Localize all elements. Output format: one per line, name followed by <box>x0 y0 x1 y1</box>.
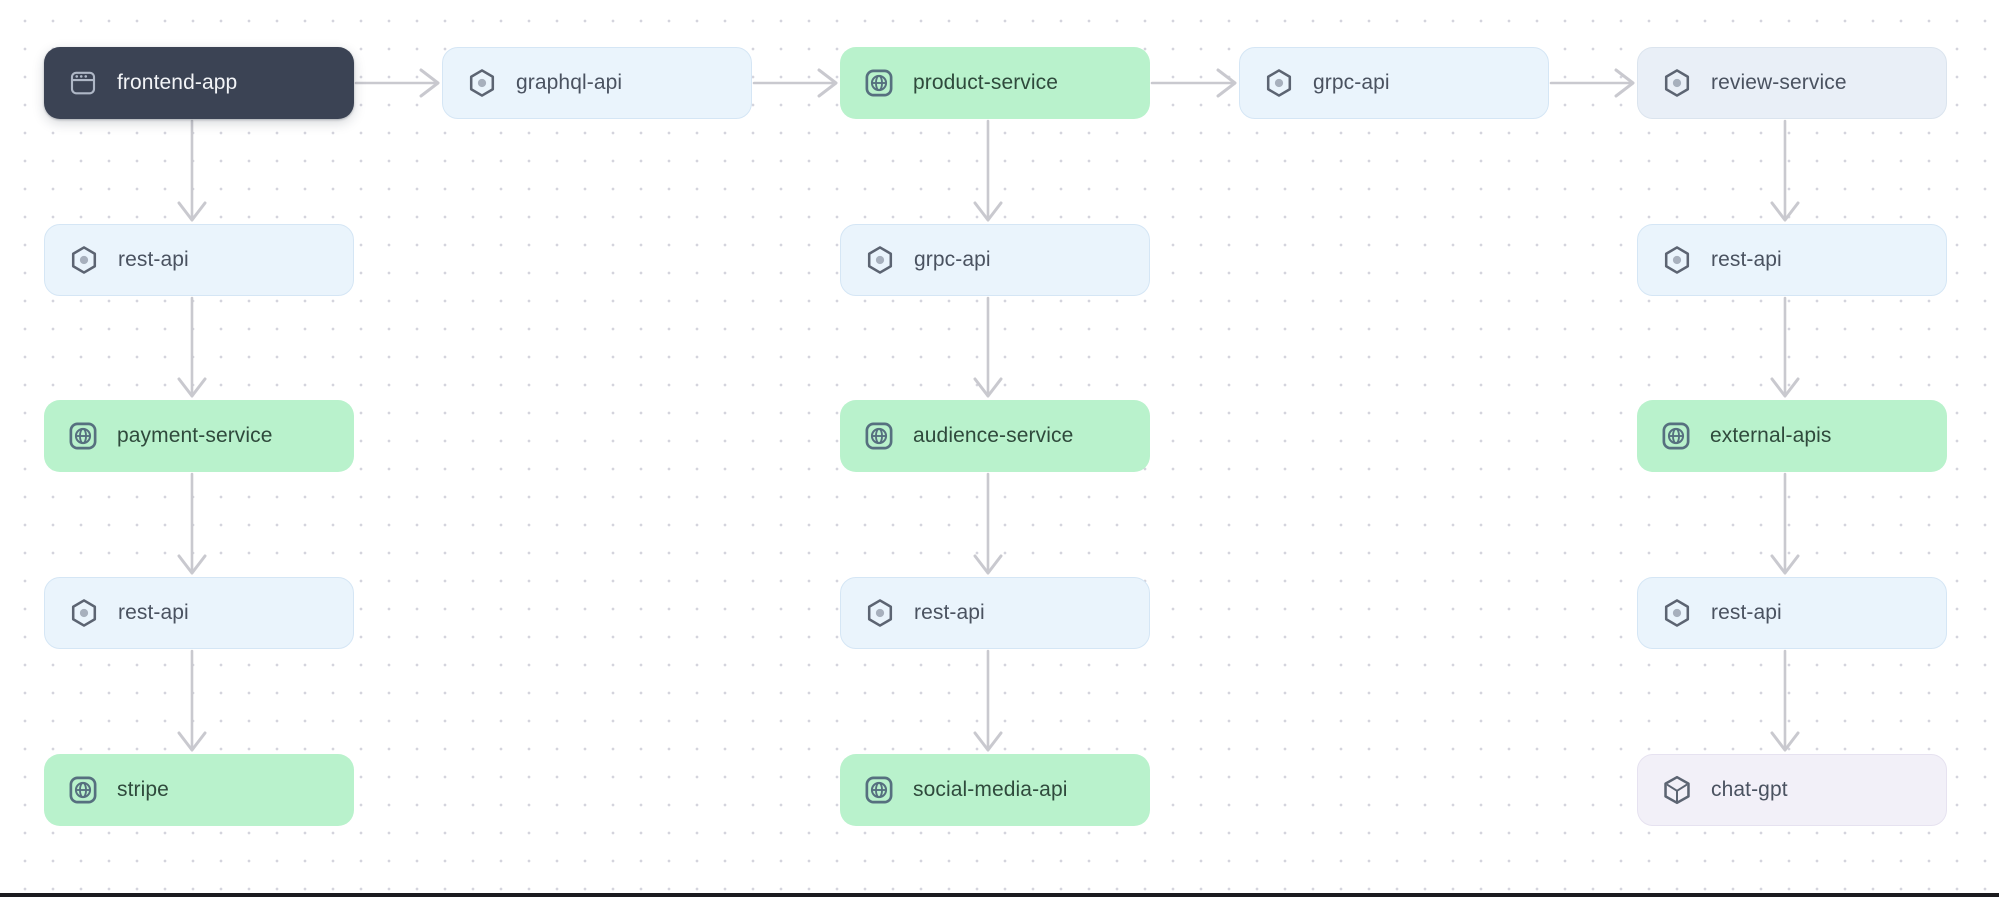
node-rest-api-right-2[interactable]: rest-api <box>1637 577 1947 649</box>
node-label: audience-service <box>913 424 1074 447</box>
hexagon-node-icon <box>863 596 897 630</box>
node-label: stripe <box>117 778 169 801</box>
edge-external-apis-to-rest-api-right-2 <box>1770 472 1800 575</box>
node-rest-api-left-2[interactable]: rest-api <box>44 577 354 649</box>
edge-rest-api-mid-to-social-media-api <box>973 649 1003 752</box>
node-rest-api-right[interactable]: rest-api <box>1637 224 1947 296</box>
edge-frontend-app-to-rest-api-left <box>177 119 207 222</box>
node-grpc-api-top[interactable]: grpc-api <box>1239 47 1549 119</box>
node-payment-service[interactable]: payment-service <box>44 400 354 472</box>
node-label: rest-api <box>118 601 189 624</box>
node-label: graphql-api <box>516 71 623 94</box>
globe-square-icon <box>1659 419 1693 453</box>
node-audience-service[interactable]: audience-service <box>840 400 1150 472</box>
node-label: rest-api <box>118 248 189 271</box>
node-review-service[interactable]: review-service <box>1637 47 1947 119</box>
hexagon-node-icon <box>863 243 897 277</box>
edge-product-service-to-grpc-api-top <box>1150 68 1237 98</box>
edge-rest-api-right-2-to-chat-gpt <box>1770 649 1800 752</box>
edge-review-service-to-rest-api-right <box>1770 119 1800 222</box>
node-product-service[interactable]: product-service <box>840 47 1150 119</box>
node-grpc-api-mid[interactable]: grpc-api <box>840 224 1150 296</box>
edge-rest-api-left-to-payment-service <box>177 296 207 398</box>
node-rest-api-left[interactable]: rest-api <box>44 224 354 296</box>
globe-square-icon <box>862 419 896 453</box>
hexagon-node-icon <box>1660 66 1694 100</box>
hexagon-node-icon <box>1660 243 1694 277</box>
node-stripe[interactable]: stripe <box>44 754 354 826</box>
edge-rest-api-left-2-to-stripe <box>177 649 207 752</box>
edge-product-service-to-grpc-api-mid <box>973 119 1003 222</box>
cube-icon <box>1660 773 1694 807</box>
globe-square-icon <box>66 419 100 453</box>
node-chat-gpt[interactable]: chat-gpt <box>1637 754 1947 826</box>
edge-audience-service-to-rest-api-mid <box>973 472 1003 575</box>
node-label: payment-service <box>117 424 273 447</box>
edge-rest-api-right-to-external-apis <box>1770 296 1800 398</box>
node-social-media-api[interactable]: social-media-api <box>840 754 1150 826</box>
hexagon-node-icon <box>1262 66 1296 100</box>
hexagon-node-icon <box>465 66 499 100</box>
node-graphql-api[interactable]: graphql-api <box>442 47 752 119</box>
node-label: product-service <box>913 71 1059 94</box>
node-label: rest-api <box>1711 248 1782 271</box>
hexagon-node-icon <box>67 596 101 630</box>
node-rest-api-mid[interactable]: rest-api <box>840 577 1150 649</box>
edge-grpc-api-mid-to-audience-service <box>973 296 1003 398</box>
globe-square-icon <box>66 773 100 807</box>
node-frontend-app[interactable]: frontend-app <box>44 47 354 119</box>
canvas-bottom-border <box>0 893 1999 897</box>
hexagon-node-icon <box>1660 596 1694 630</box>
node-label: frontend-app <box>117 71 238 94</box>
node-label: rest-api <box>914 601 985 624</box>
node-label: grpc-api <box>914 248 991 271</box>
edge-frontend-app-to-graphql-api <box>354 68 440 98</box>
edge-graphql-api-to-product-service <box>752 68 838 98</box>
node-external-apis[interactable]: external-apis <box>1637 400 1947 472</box>
edge-grpc-api-top-to-review-service <box>1549 68 1635 98</box>
node-label: rest-api <box>1711 601 1782 624</box>
node-label: external-apis <box>1710 424 1832 447</box>
edge-payment-service-to-rest-api-left-2 <box>177 472 207 575</box>
node-label: review-service <box>1711 71 1847 94</box>
node-label: chat-gpt <box>1711 778 1788 801</box>
browser-window-icon <box>66 66 100 100</box>
hexagon-node-icon <box>67 243 101 277</box>
node-label: social-media-api <box>913 778 1068 801</box>
globe-square-icon <box>862 66 896 100</box>
node-label: grpc-api <box>1313 71 1390 94</box>
globe-square-icon <box>862 773 896 807</box>
